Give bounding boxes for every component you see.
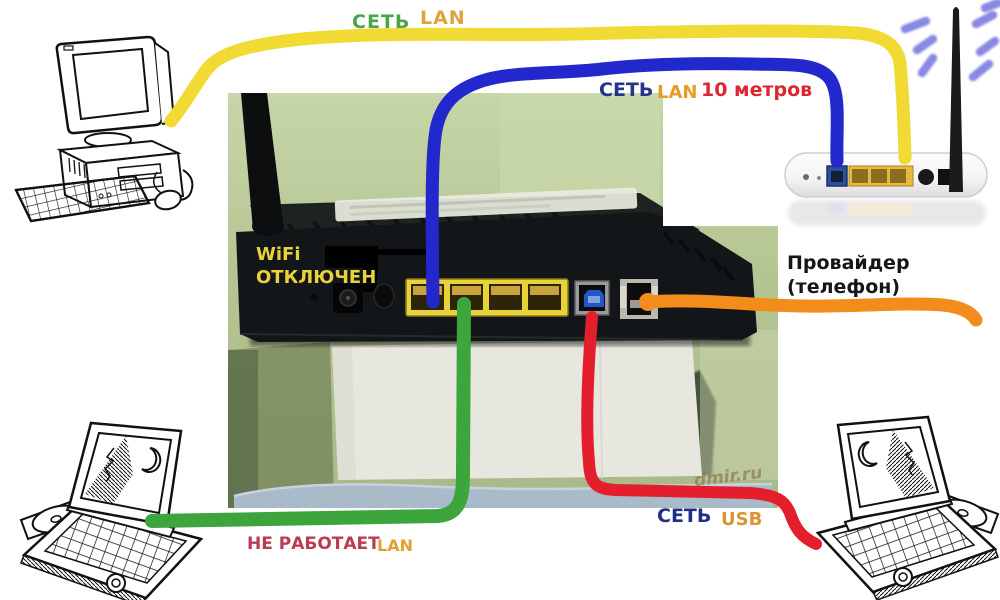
marker-blob — [325, 246, 378, 292]
router-button — [918, 169, 934, 185]
modem-photo — [228, 93, 778, 508]
blue-cable — [425, 57, 844, 309]
white-patch — [663, 93, 778, 226]
label-wan-set: СЕТЬ — [599, 79, 654, 101]
label-pc-lan: LAN — [420, 7, 466, 29]
label-wifi-status: WiFi ОТКЛЮЧЕН — [256, 243, 376, 289]
router-lan-ports — [848, 165, 914, 187]
laptop-right-illustration — [816, 415, 1000, 600]
yellow-cable — [164, 24, 912, 165]
label-provider-line1: Провайдер — [787, 252, 910, 274]
label-wifi-line1: WiFi — [256, 244, 301, 265]
orange-cable — [642, 294, 983, 327]
lan-ports — [405, 278, 569, 317]
red-cable — [581, 311, 822, 550]
usb-port — [574, 280, 610, 316]
carton-box — [332, 340, 702, 480]
label-wifi-line2: ОТКЛЮЧЕН — [256, 267, 377, 288]
laptop-left-illustration — [19, 421, 203, 600]
adsl-modem — [236, 93, 757, 346]
label-left-lan: LAN — [377, 536, 413, 555]
modem-antenna — [241, 93, 283, 230]
label-right-set: СЕТЬ — [657, 505, 712, 527]
green-cable — [145, 297, 471, 528]
label-right-usb: USB — [721, 509, 763, 530]
power-knob — [373, 283, 395, 309]
label-wan-length: 10 метров — [701, 79, 813, 101]
router-power-jack — [938, 169, 952, 185]
label-provider-line2: (телефон) — [787, 276, 901, 298]
reset-hole — [310, 293, 318, 301]
router-antenna — [949, 7, 963, 192]
desktop-pc-illustration — [14, 35, 194, 223]
wifi-waves-icon — [900, 0, 1000, 82]
label-not-working: НЕ РАБОТАЕТ — [247, 534, 380, 554]
label-provider: Провайдер (телефон) — [787, 251, 910, 299]
label-wan-lan: LAN — [657, 82, 698, 103]
label-pc-set: СЕТЬ — [352, 11, 411, 33]
